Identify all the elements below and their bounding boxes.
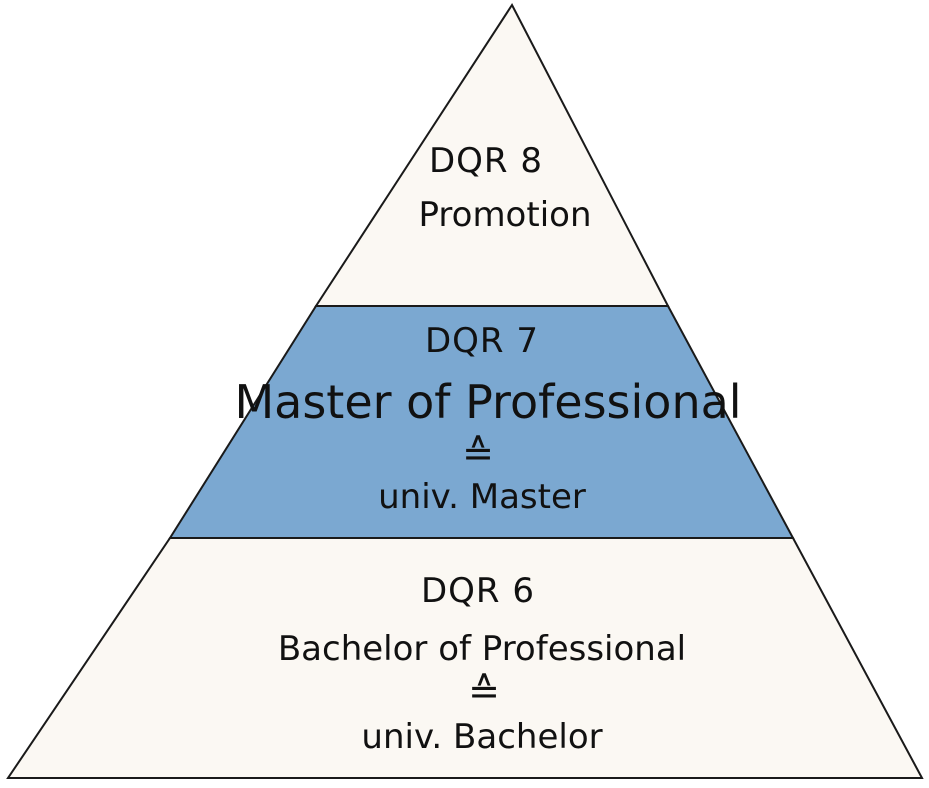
tier-bottom-subtitle: univ. Bachelor (361, 717, 602, 757)
tier-bottom-level: DQR 6 (421, 571, 535, 611)
tier-middle-subtitle: univ. Master (378, 477, 586, 517)
tier-bottom-equivalence-icon: ≙ (468, 669, 500, 713)
tier-top-title: Promotion (419, 195, 592, 235)
tier-bottom-title: Bachelor of Professional (278, 629, 686, 669)
tier-middle-level: DQR 7 (425, 321, 539, 361)
tier-middle-equivalence-icon: ≙ (462, 431, 494, 475)
tier-middle-title: Master of Professional (234, 375, 741, 429)
tier-bottom-shape (6, 537, 924, 779)
tier-top-level: DQR 8 (429, 141, 543, 181)
